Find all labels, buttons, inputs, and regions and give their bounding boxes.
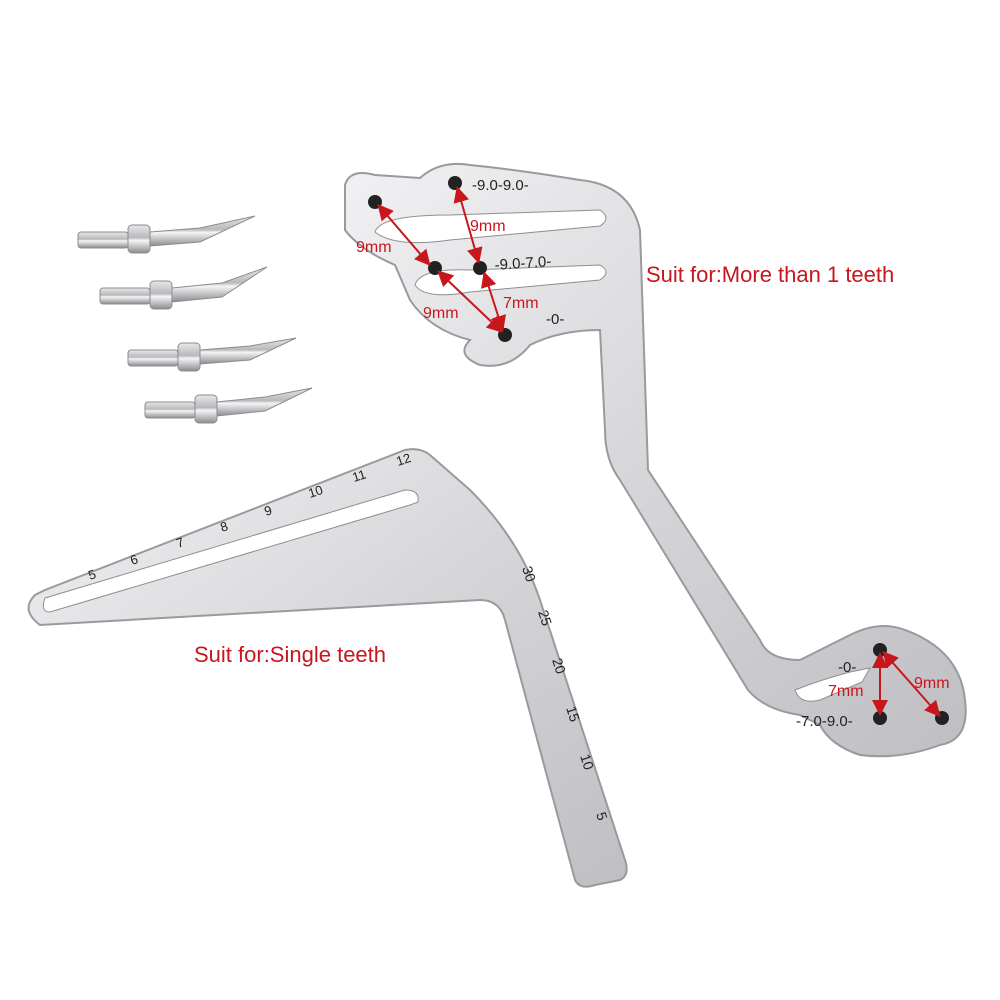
pin-4 (144, 387, 313, 424)
dimension-label: 9mm (356, 239, 392, 256)
dimension-label: 7mm (828, 683, 864, 700)
pin-3 (127, 337, 297, 372)
pin-set (77, 215, 313, 424)
svg-text:10: 10 (306, 482, 324, 501)
pin-1 (77, 215, 256, 254)
dimension-label: 9mm (470, 218, 506, 235)
dimension-annotations-lower (872, 651, 941, 717)
multi-teeth-guide (344, 162, 967, 758)
svg-text:9: 9 (262, 502, 274, 519)
svg-text:12: 12 (394, 450, 412, 469)
svg-text:10: 10 (577, 752, 597, 772)
hole-label: -0- (546, 311, 564, 328)
svg-text:30: 30 (519, 564, 539, 584)
svg-text:15: 15 (563, 704, 583, 724)
svg-text:8: 8 (218, 518, 230, 535)
dimension-label: 9mm (914, 675, 950, 692)
svg-text:11: 11 (350, 466, 367, 484)
hole-label: -0- (838, 659, 856, 676)
single-tooth-ruler (27, 448, 628, 888)
svg-text:7: 7 (174, 534, 186, 551)
hole-label: -9.0-9.0- (472, 177, 529, 194)
dimension-label: 9mm (423, 305, 459, 322)
dimension-label: 7mm (503, 295, 539, 312)
ruler-leg-scale: 30 25 20 15 10 5 (519, 564, 611, 823)
pin-2 (99, 266, 268, 310)
svg-text:5: 5 (86, 566, 98, 583)
hole-label: -9.0-7.0- (494, 253, 552, 274)
caption-multi-teeth: Suit for:More than 1 teeth (646, 262, 895, 287)
svg-text:20: 20 (549, 656, 569, 676)
caption-single-teeth: Suit for:Single teeth (194, 642, 387, 667)
ruler-arm-scale: 5 6 7 8 9 10 11 12 (86, 450, 412, 583)
hole-label: -7.0-9.0- (796, 713, 853, 730)
svg-text:25: 25 (535, 608, 555, 628)
dimension-annotations-upper (377, 186, 506, 333)
svg-text:6: 6 (128, 551, 140, 568)
